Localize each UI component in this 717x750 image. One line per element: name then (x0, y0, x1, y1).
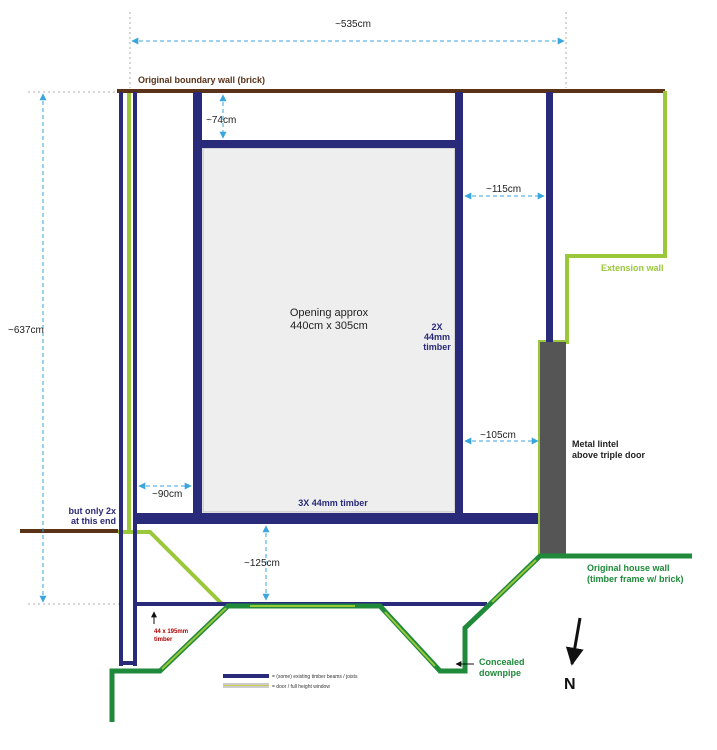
only-2x-label-1: but only 2x (68, 506, 116, 516)
only-2x-label-2: at this end (71, 516, 116, 526)
extension-wall-label: Extension wall (601, 263, 664, 273)
timber-foot (119, 661, 137, 665)
timber-beam-3x (133, 513, 538, 524)
lintel-label-2: above triple door (572, 450, 646, 460)
timber-beam-top (193, 140, 463, 148)
dim-right-gap-upper-label: ~115cm (486, 184, 521, 195)
timber-post-opening-left (193, 92, 202, 514)
timber-2x-label-2: 44mm (424, 332, 450, 342)
lintel-label-1: Metal lintel (572, 439, 619, 449)
opening-label-line2: 440cm x 305cm (290, 320, 368, 332)
small-timber-label-1: 44 x 195mm (154, 629, 188, 635)
downpipe-label-2: downpipe (479, 668, 521, 678)
timber-2x-label-1: 2X (431, 322, 442, 332)
dim-width-top-label: ~535cm (335, 19, 371, 30)
house-window-left (161, 607, 227, 670)
timber-2x-label-3: timber (423, 342, 451, 352)
house-window-far (491, 559, 537, 603)
timber-post-opening-right (455, 92, 463, 514)
house-wall-label-2: (timber frame w/ brick) (587, 574, 684, 584)
boundary-wall-label: Original boundary wall (brick) (138, 75, 265, 85)
house-wall-label-1: Original house wall (587, 563, 670, 573)
legend-window-text: = door / full height window (272, 684, 330, 690)
legend-beam-swatch (223, 674, 269, 678)
timber-3x-label: 3X 44mm timber (298, 498, 368, 508)
extension-wall-diagonal (118, 530, 224, 606)
small-timber-label-2: timber (154, 637, 173, 643)
downpipe-label-1: Concealed (479, 657, 525, 667)
dim-bottom-gap-label: ~125cm (244, 558, 280, 569)
dim-left-gap-label: ~90cm (152, 489, 182, 500)
dim-top-gap-label: ~74cm (206, 115, 236, 126)
opening-area (202, 147, 456, 513)
timber-post-right (546, 92, 553, 342)
timber-post-left-outer (119, 92, 123, 666)
timber-post-left-inner (133, 92, 137, 666)
house-window-right (384, 611, 436, 667)
opening-label-line1: Opening approx (290, 307, 369, 319)
dim-height-left-label: ~637cm (8, 325, 44, 336)
north-label: N (564, 676, 576, 693)
arrow-down-icon (565, 617, 584, 666)
legend-beam-text: = (some) existing timber beams / joists (272, 674, 358, 680)
metal-lintel (540, 342, 566, 556)
dim-right-gap-lower-label: ~105cm (480, 430, 516, 441)
